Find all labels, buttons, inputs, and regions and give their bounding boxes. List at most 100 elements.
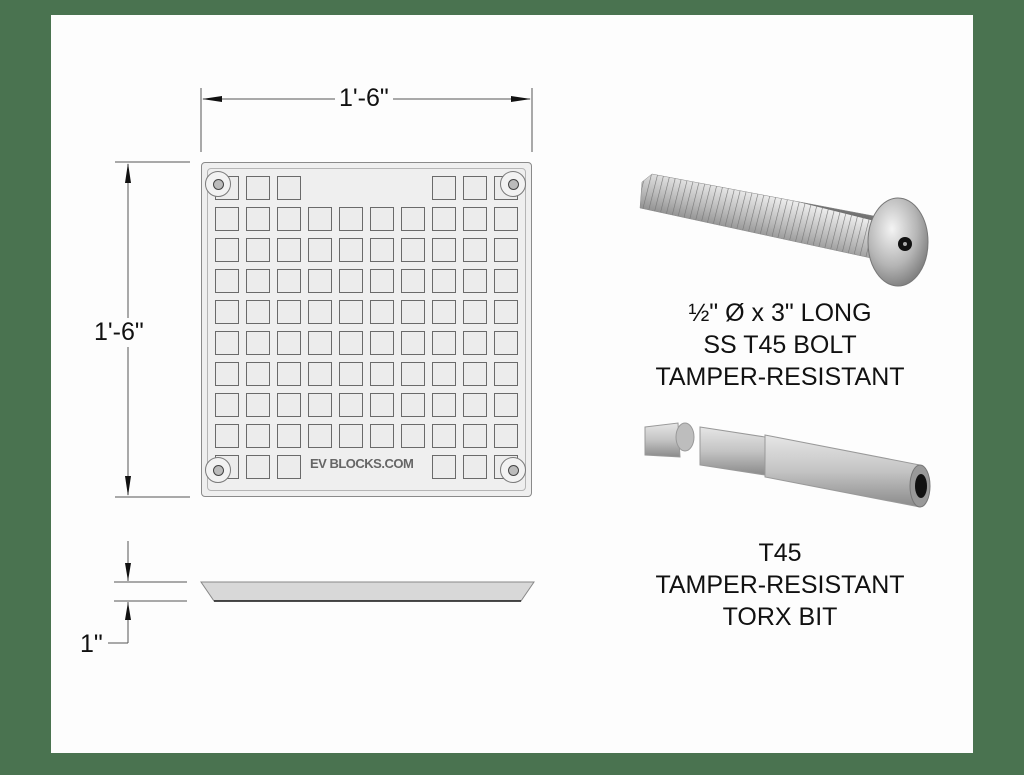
grid-square [339,269,363,293]
grid-square [277,238,301,262]
grid-square [370,331,394,355]
grid-square [370,207,394,231]
grid-square [370,362,394,386]
grid-square [370,269,394,293]
grid-square [463,269,487,293]
bolt-hole-icon [500,171,526,197]
grid-square [308,393,332,417]
grid-square [463,455,487,479]
grid-square [246,238,270,262]
grid-square [494,424,518,448]
grid-square [463,176,487,200]
grid-square [339,300,363,324]
grid-square [494,300,518,324]
grid-square [494,269,518,293]
grid-square [246,455,270,479]
bolt-hole-icon [205,457,231,483]
bit-label-line-3: TORX BIT [722,603,838,631]
grid-square [308,300,332,324]
bolt-label: ½" Ø x 3" LONG SS T45 BOLT TAMPER-RESIST… [615,297,945,393]
grid-square [215,362,239,386]
grid-square [246,176,270,200]
grid-square [339,238,363,262]
grid-square [432,331,456,355]
grid-square [401,424,425,448]
grid-square [370,300,394,324]
grid-square [308,207,332,231]
ev-blocks-logo: EV BLOCKS.COM [310,456,414,471]
grid-square [277,455,301,479]
grid-square [246,393,270,417]
grid-square [339,393,363,417]
grid-square [494,393,518,417]
bit-label: T45 TAMPER-RESISTANT TORX BIT [615,537,945,633]
grid-square [277,207,301,231]
grid-square [432,424,456,448]
grid-square [463,424,487,448]
grid-square [432,176,456,200]
grid-square [277,300,301,324]
grid-square [277,362,301,386]
grid-square [401,362,425,386]
grid-square [215,300,239,324]
grid-square [308,362,332,386]
grid-square [215,393,239,417]
grid-square [463,331,487,355]
grid-square [401,300,425,324]
grid-square [277,424,301,448]
bolt-hole-icon [500,457,526,483]
grid-square [215,331,239,355]
grid-square [277,331,301,355]
grid-square [370,393,394,417]
grid-square [215,424,239,448]
grid-square [401,331,425,355]
grid-square [308,424,332,448]
grid-square [339,424,363,448]
torx-bit-icon [644,422,931,508]
grid-square [215,269,239,293]
grid-square [277,393,301,417]
bolt-hole-icon [205,171,231,197]
grid-square [246,424,270,448]
grid-square [401,238,425,262]
grid-square [494,207,518,231]
grid-square [432,269,456,293]
grid-square [463,300,487,324]
grid-square [463,238,487,262]
grid-square [339,362,363,386]
grid-square [432,300,456,324]
bolt-label-line-2: SS T45 BOLT [703,331,857,359]
grid-square [401,207,425,231]
grid-square [463,393,487,417]
tamper-resistant-bolt-icon [639,173,929,287]
bolt-label-line-1: ½" Ø x 3" LONG [688,299,872,327]
grid-square [401,393,425,417]
grid-square [370,424,394,448]
bit-label-line-1: T45 [758,539,802,567]
grid-square [246,300,270,324]
grid-square [432,455,456,479]
grid-square [308,269,332,293]
grid-square [246,331,270,355]
grid-square [463,207,487,231]
grid-square [432,238,456,262]
grid-square [432,362,456,386]
bit-label-line-2: TAMPER-RESISTANT [655,571,905,599]
grid-square [246,207,270,231]
grid-square [277,269,301,293]
grid-square [215,238,239,262]
grid-square [308,331,332,355]
grid-square [339,331,363,355]
grid-square [432,207,456,231]
thickness-dimension-label: 1" [80,630,103,658]
grid-square [246,362,270,386]
bolt-label-line-3: TAMPER-RESISTANT [655,363,905,391]
grid-square [463,362,487,386]
grid-square [339,207,363,231]
height-dimension-label: 1'-6" [94,318,144,347]
width-dimension-label: 1'-6" [335,86,393,111]
grid-square [246,269,270,293]
grid-square [308,238,332,262]
grid-square [215,207,239,231]
